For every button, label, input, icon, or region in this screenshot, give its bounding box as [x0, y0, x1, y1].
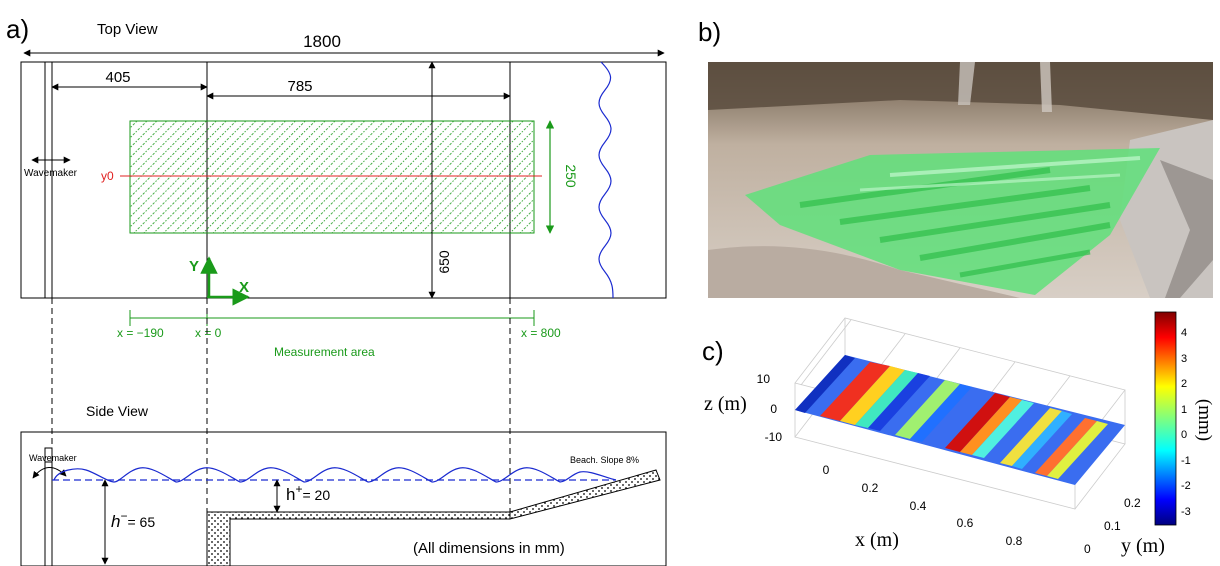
x-mark-minus190: x = −190	[117, 326, 164, 340]
side-wavemaker-arrow	[32, 467, 67, 479]
beach-wavy-edge	[598, 61, 614, 299]
total-length-label: 1800	[303, 32, 341, 51]
x-tick-0: 0	[823, 463, 830, 477]
y-tick-0: 0	[1084, 542, 1091, 556]
colorbar-ticks: 4 3 2 1 0 -1 -2 -3	[1181, 327, 1191, 518]
dim-250-label: 250	[563, 164, 579, 188]
side-wavemaker-label: Wavemaker	[29, 453, 77, 463]
surface-waves	[53, 467, 617, 483]
h-minus-label: h−= 65	[111, 509, 155, 531]
dim-405-label: 405	[105, 69, 130, 86]
dim-650-label: 650	[436, 250, 452, 274]
tank-photo	[708, 62, 1213, 298]
x-mark-zero: x = 0	[195, 326, 222, 340]
cb-tick-neg3: -3	[1181, 506, 1191, 518]
panel-b: b)	[698, 17, 1213, 298]
top-view-title: Top View	[97, 21, 158, 38]
cb-tick-0: 0	[1181, 429, 1187, 441]
h-plus-label: h+= 20	[286, 482, 330, 504]
beach-slope	[509, 469, 661, 520]
measurement-area-hatch	[129, 120, 535, 234]
cb-tick-neg1: -1	[1181, 455, 1191, 467]
z-tick-10: 10	[757, 372, 771, 386]
tank-side-outline	[20, 431, 667, 566]
x-axis-label: X	[239, 279, 249, 296]
beach-label: Beach. Slope 8%	[570, 455, 639, 465]
z-axis-label: z (m)	[704, 393, 747, 415]
y-tick-0.1: 0.1	[1104, 519, 1121, 533]
cb-tick-3: 3	[1181, 353, 1187, 365]
panel-a-label: a)	[6, 14, 29, 44]
x-tick-0.4: 0.4	[910, 499, 927, 513]
dimensions-note: (All dimensions in mm)	[413, 540, 565, 557]
cb-tick-2: 2	[1181, 378, 1187, 390]
y-tick-0.2: 0.2	[1124, 496, 1141, 510]
y-axis-label: Y	[189, 258, 199, 275]
shelf-step	[206, 511, 511, 566]
x-tick-0.6: 0.6	[957, 516, 974, 530]
z-tick-0: 0	[770, 402, 777, 416]
y-axis-label: y (m)	[1121, 535, 1165, 557]
y0-label: y0	[101, 169, 114, 183]
panel-a: a) Top View 1800 Wavemaker 405 785 y0 25…	[6, 14, 667, 566]
panel-c: c)	[702, 311, 1215, 557]
panel-b-label: b)	[698, 17, 721, 47]
measurement-area-label: Measurement area	[274, 345, 375, 359]
side-view-title: Side View	[86, 403, 149, 419]
dim-785-label: 785	[287, 78, 312, 95]
wavemaker-label: Wavemaker	[24, 168, 78, 179]
wave-surface	[795, 355, 1125, 485]
cb-tick-neg2: -2	[1181, 480, 1191, 492]
panel-c-label: c)	[702, 336, 724, 366]
x-tick-0.8: 0.8	[1006, 534, 1023, 548]
colorbar	[1154, 311, 1177, 526]
z-tick-neg10: -10	[765, 430, 783, 444]
x-axis-label: x (m)	[855, 529, 899, 551]
x-tick-0.2: 0.2	[862, 481, 879, 495]
cb-tick-4: 4	[1181, 327, 1187, 339]
side-paddle-top	[44, 447, 53, 463]
x-mark-800: x = 800	[521, 326, 561, 340]
cb-tick-1: 1	[1181, 404, 1187, 416]
colorbar-label: (mm)	[1194, 399, 1215, 441]
